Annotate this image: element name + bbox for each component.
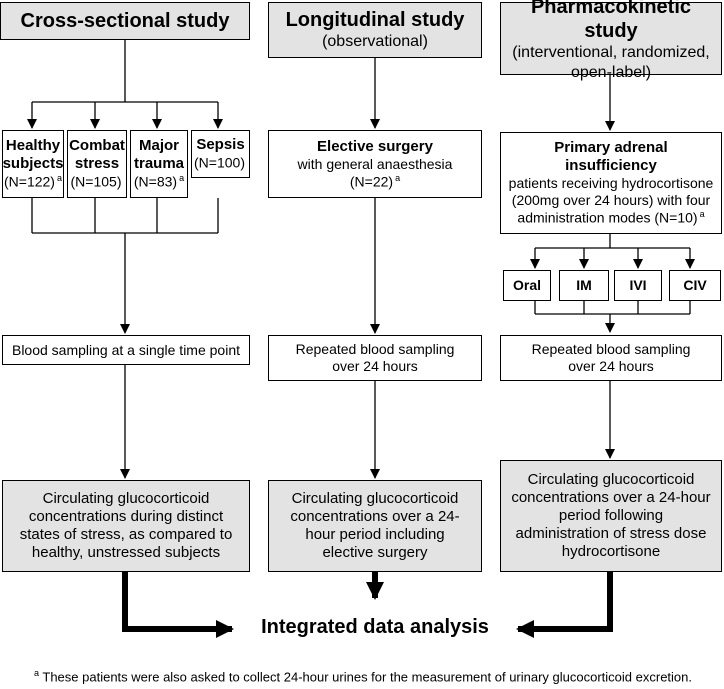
- group-name: Healthy subjects: [2, 137, 64, 173]
- group-healthy-subjects: Healthy subjects (N=122)a: [2, 130, 64, 198]
- outcome-text: Circulating glucocorticoid concentration…: [19, 490, 233, 561]
- footnote-marker: a: [33, 668, 39, 678]
- group-name: Combat stress: [69, 137, 125, 173]
- group-name: Major trauma: [133, 137, 185, 173]
- group-count: (N=83): [133, 173, 178, 190]
- pharmacokinetic-header: Pharmacokinetic study (interventional, r…: [500, 0, 722, 81]
- footnote-marker: a: [395, 172, 401, 183]
- longitudinal-sampling: Repeated blood sampling over 24 hours: [268, 335, 482, 381]
- mode-oral: Oral: [503, 270, 551, 301]
- group-description: with general anaesthesia: [297, 155, 453, 172]
- group-count: (N=122): [4, 173, 55, 190]
- longitudinal-outcome: Circulating glucocorticoid concentration…: [268, 480, 482, 572]
- integrated-data-analysis: Integrated data analysis: [261, 616, 489, 638]
- footnote-marker: a: [179, 173, 185, 184]
- footnote-text: These patients were also asked to collec…: [42, 669, 692, 685]
- mode-ivi: IVI: [614, 270, 662, 301]
- pharmacokinetic-sampling: Repeated blood sampling over 24 hours: [500, 335, 722, 381]
- longitudinal-title: Longitudinal study: [285, 9, 465, 32]
- group-elective-surgery: Elective surgery with general anaesthesi…: [268, 130, 482, 198]
- footnote: a These patients were also asked to coll…: [0, 668, 724, 684]
- sampling-text: Repeated blood sampling over 24 hours: [531, 341, 691, 374]
- cross-sectional-header: Cross-sectional study: [0, 2, 250, 40]
- footnote-marker: a: [699, 209, 705, 220]
- pharmacokinetic-outcome: Circulating glucocorticoid concentration…: [500, 460, 722, 572]
- outcome-text: Circulating glucocorticoid concentration…: [511, 471, 711, 560]
- group-major-trauma: Major trauma (N=83)a: [130, 130, 188, 198]
- group-title: Elective surgery: [317, 137, 433, 155]
- group-combat-stress: Combat stress (N=105): [67, 130, 127, 198]
- longitudinal-subtitle: (observational): [322, 33, 428, 51]
- pharmacokinetic-subtitle: (interventional, randomized, open-label): [512, 44, 710, 81]
- cross-sectional-outcome: Circulating glucocorticoid concentration…: [2, 480, 250, 572]
- mode-label: Oral: [512, 277, 541, 294]
- group-count: (N=100): [194, 154, 245, 171]
- mode-civ: CIV: [669, 270, 721, 301]
- pharmacokinetic-title: Pharmacokinetic study: [530, 0, 692, 43]
- group-count: (N=22): [349, 173, 394, 190]
- group-sepsis: Sepsis (N=100): [191, 130, 250, 178]
- group-name: Sepsis: [196, 136, 245, 154]
- longitudinal-header: Longitudinal study (observational): [268, 2, 482, 58]
- sampling-text: Repeated blood sampling over 24 hours: [295, 341, 455, 374]
- mode-im: IM: [559, 270, 609, 301]
- group-title: Primary adrenal insufficiency: [554, 139, 668, 175]
- mode-label: CIV: [683, 277, 707, 294]
- footnote-marker: a: [56, 173, 62, 184]
- mode-label: IVI: [629, 277, 647, 294]
- group-primary-adrenal-insufficiency: Primary adrenal insufficiency patients r…: [500, 132, 722, 234]
- outcome-text: Circulating glucocorticoid concentration…: [290, 490, 460, 561]
- cross-sectional-sampling: Blood sampling at a single time point: [2, 335, 250, 365]
- mode-label: IM: [576, 277, 592, 294]
- group-description: patients receiving hydrocortisone (200mg…: [508, 175, 714, 226]
- sampling-text: Blood sampling at a single time point: [11, 341, 241, 358]
- group-count: (N=105): [70, 173, 122, 190]
- cross-sectional-title: Cross-sectional study: [20, 10, 230, 32]
